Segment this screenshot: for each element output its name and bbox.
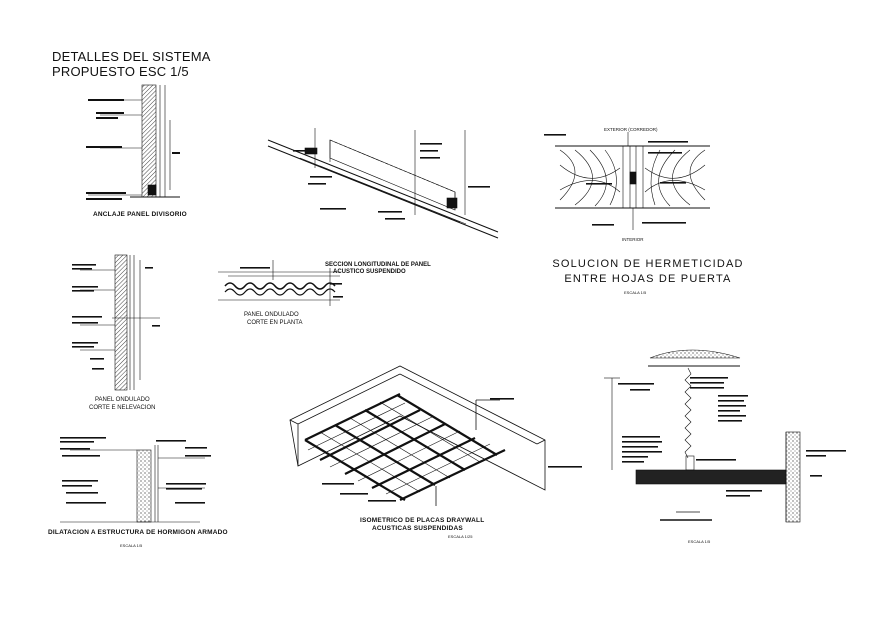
seccion-caption-line1: SECCION LONGITUDINAL DE PANEL — [325, 262, 431, 268]
panel-elevacion-caption-line2: CORTE E NELEVACION — [89, 405, 155, 411]
hermeticidad-label-bottom: INTERIOR — [622, 237, 644, 242]
seccion-caption-group: SECCION LONGITUDINAL DE PANEL ACUSTICO S… — [325, 262, 431, 275]
isometrico-detail — [289, 365, 546, 506]
panel-elevacion-detail — [80, 254, 160, 391]
panel-planta-annotations — [240, 267, 343, 298]
seccion-annotations — [293, 143, 490, 220]
hermeticidad-label-top: EXTERIOR (CORREDOR) — [604, 127, 658, 132]
panel-elevacion-caption: PANEL ONDULADO CORTE E NELEVACION — [89, 397, 155, 411]
isometrico-scale: ESCALA 1/25 — [448, 534, 473, 539]
seccion-longitudinal-detail — [267, 128, 499, 239]
hermeticidad-title-line1: SOLUCION DE HERMETICIDAD — [552, 258, 744, 270]
seccion-caption-line2: ACUSTICO SUSPENDIDO — [333, 269, 406, 275]
hermeticidad-labels: EXTERIOR (CORREDOR) INTERIOR — [604, 127, 658, 242]
panel-planta-caption-line1: PANEL ONDULADO — [244, 312, 299, 318]
hermeticidad-scale: ESCALA 1/5 — [624, 290, 647, 295]
sheet-title-line1: DETALLES DEL SISTEMA — [52, 49, 211, 64]
panel-elevacion-caption-line1: PANEL ONDULADO — [95, 397, 150, 403]
dilatacion-caption: DILATACION A ESTRUCTURA DE HORMIGON ARMA… — [48, 529, 228, 536]
suspension-scale: ESCALA 1/5 — [688, 539, 711, 544]
panel-elevacion-annotations — [72, 264, 160, 370]
anclaje-annotations — [86, 99, 180, 200]
panel-planta-caption: PANEL ONDULADO CORTE EN PLANTA — [244, 312, 302, 326]
anclaje-caption: ANCLAJE PANEL DIVISORIO — [93, 211, 187, 218]
dilatacion-annotations — [60, 437, 211, 504]
panel-planta-detail — [218, 260, 340, 306]
isometrico-caption-line1: ISOMETRICO DE PLACAS DRAYWALL — [360, 517, 485, 524]
isometrico-caption-line2: ACUSTICAS SUSPENDIDAS — [372, 525, 463, 532]
anclaje-detail — [88, 84, 180, 198]
suspension-annotations — [618, 377, 846, 497]
hermeticidad-detail — [555, 132, 710, 230]
dilatacion-scale: ESCALA 1/5 — [120, 543, 143, 548]
hermeticidad-title-line2: ENTRE HOJAS DE PUERTA — [564, 273, 732, 285]
suspension-detail — [604, 349, 801, 523]
isometrico-annotations — [322, 398, 582, 502]
hermeticidad-annotations — [544, 134, 688, 226]
dilatacion-detail — [60, 445, 205, 523]
sheet-title-line2: PROPUESTO ESC 1/5 — [52, 64, 189, 79]
panel-planta-caption-line2: CORTE EN PLANTA — [247, 320, 302, 326]
